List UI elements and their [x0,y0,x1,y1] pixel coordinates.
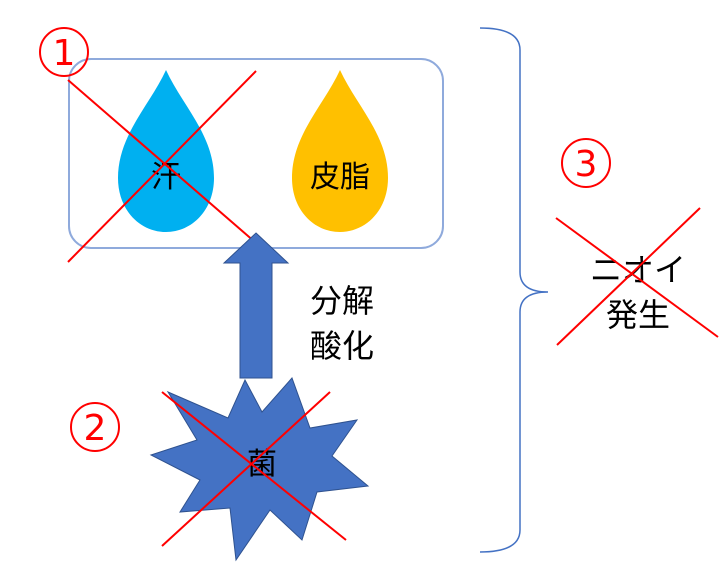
marker-three-digit: 3 [575,144,598,185]
sweat-drop [118,70,214,232]
sebum-drop [292,70,388,232]
marker-one-digit: 1 [53,33,76,74]
marker-two-circle [70,402,120,452]
odor-line1: ニオイ [590,251,686,289]
process-line2: 酸化 [310,327,374,365]
marker-two-digit: 2 [84,408,107,449]
odor-line2: 発生 [606,296,670,334]
cross-mark-odor [555,207,719,346]
marker-three-circle [561,138,611,188]
cross-mark-bacteria [161,391,347,547]
cross-mark-sweat [67,70,279,263]
right-bracket [479,27,549,553]
process-line1: 分解 [310,282,374,320]
up-arrow [222,232,290,379]
sebum-label: 皮脂 [310,160,370,195]
marker-one-circle [39,27,89,77]
bacteria-starburst [149,377,370,562]
